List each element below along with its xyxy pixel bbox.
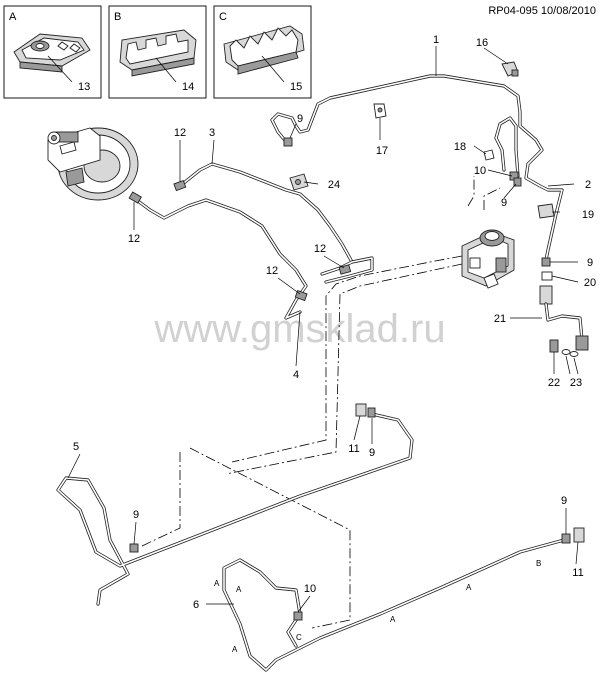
- callout-24: 24: [328, 179, 340, 191]
- callout-6: 6: [193, 599, 199, 611]
- routing-lines: [141, 176, 501, 629]
- callout-11-right: 11: [572, 567, 583, 579]
- fitting-9-top: [283, 137, 293, 147]
- brake-pipe-4: [132, 196, 308, 320]
- callout-9-left: 9: [133, 509, 139, 521]
- callout-9-right: 9: [587, 257, 593, 269]
- clip-markers: A A A A A B C: [214, 559, 541, 654]
- abs-modulator-unit: [461, 229, 515, 289]
- brake-hose-21: [539, 285, 589, 351]
- callout-12-upper: 12: [174, 127, 186, 139]
- clip-marker-c: C: [296, 633, 302, 642]
- clip-marker-a: A: [232, 645, 238, 654]
- fitting-9-mid: [367, 407, 376, 418]
- callout-20: 20: [584, 277, 596, 289]
- fitting-9-abs: [513, 177, 522, 187]
- fitting-10-bottom: [293, 611, 303, 621]
- callout-15: 15: [290, 81, 302, 93]
- callout-9-right-rear: 9: [561, 495, 567, 507]
- callout-12-left: 12: [128, 233, 140, 245]
- bracket-18: [483, 149, 495, 161]
- inset-letter-b: B: [114, 11, 121, 23]
- clip-marker-a: A: [466, 583, 472, 592]
- inset-box-c: C 15: [213, 5, 312, 99]
- callout-14: 14: [182, 81, 194, 93]
- fitting-12-upper: [173, 179, 187, 192]
- fitting-20: [541, 271, 553, 281]
- fitting-9-left: [129, 543, 139, 553]
- callout-18: 18: [454, 141, 466, 153]
- callout-13: 13: [78, 81, 90, 93]
- brake-booster-master-cylinder: [47, 127, 139, 201]
- callout-9-mid: 9: [369, 447, 375, 459]
- callout-5: 5: [73, 441, 79, 453]
- callout-2: 2: [585, 179, 591, 191]
- sensor-16: [501, 61, 519, 77]
- callout-19: 19: [582, 209, 594, 221]
- sensor-19: [537, 203, 555, 219]
- callout-16: 16: [476, 37, 488, 49]
- clip-marker-a: A: [390, 615, 396, 624]
- callout-9-abs: 9: [501, 197, 507, 209]
- fitting-11-right: [573, 527, 585, 543]
- sensor-24: [289, 173, 309, 191]
- drawing-reference: RP04-095 10/08/2010: [488, 5, 596, 17]
- leader-lines: [67, 46, 579, 613]
- bolt-22: [549, 339, 559, 353]
- callout-10-abs: 10: [474, 165, 486, 177]
- callout-21: 21: [494, 313, 506, 325]
- callout-11-mid: 11: [348, 443, 359, 455]
- fitting-9-right-rear: [561, 533, 571, 544]
- brake-pipe-6: [222, 538, 566, 672]
- inset-letter-a: A: [9, 11, 17, 23]
- callout-12-lower: 12: [266, 265, 278, 277]
- brake-pipe-2: [494, 116, 520, 178]
- callout-4: 4: [293, 369, 299, 381]
- callout-10-bottom: 10: [304, 583, 316, 595]
- callout-12-mid: 12: [314, 243, 326, 255]
- callout-23: 23: [570, 377, 582, 389]
- fitting-11-mid: [355, 403, 367, 417]
- inset-box-a: A 13: [3, 5, 102, 99]
- callout-9-top: 9: [297, 113, 303, 125]
- inset-letter-c: C: [219, 11, 227, 23]
- callout-22: 22: [548, 377, 560, 389]
- clip-marker-b: B: [536, 559, 541, 568]
- clip-13-drawing: [13, 33, 91, 73]
- callout-3: 3: [209, 127, 215, 139]
- brake-pipe-3: [178, 162, 354, 264]
- brake-pipe-1: [270, 74, 564, 262]
- washers-23: [561, 349, 579, 357]
- clip-14-drawing: [119, 29, 197, 77]
- clip-marker-a: A: [214, 579, 220, 588]
- fitting-9-right: [541, 257, 551, 267]
- fitting-12-left: [128, 191, 142, 204]
- clip-marker-a: A: [236, 585, 242, 594]
- clip-17: [373, 103, 387, 119]
- callout-17: 17: [376, 145, 388, 157]
- inset-box-b: B 14: [108, 5, 207, 99]
- callouts: 1 2 3 4 5 6 9 9 9 9 9 9 10 10 11 11 12 1…: [73, 34, 596, 611]
- callout-1: 1: [433, 34, 439, 46]
- brake-pipe-5: [56, 412, 414, 606]
